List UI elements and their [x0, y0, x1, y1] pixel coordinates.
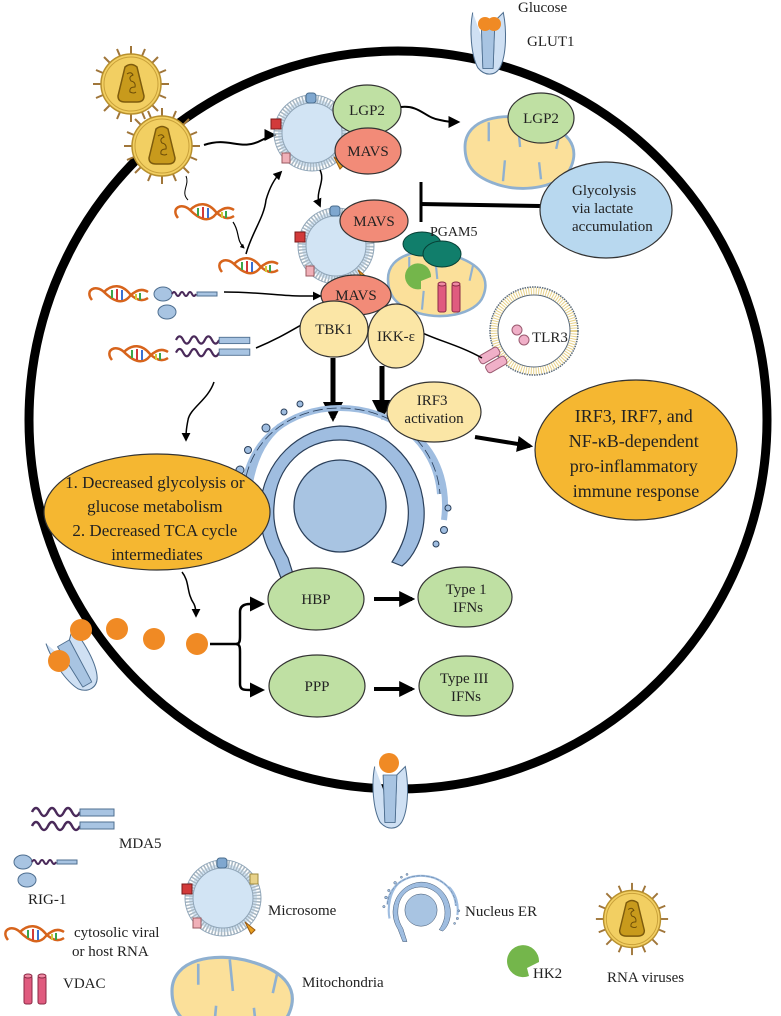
tlr3-endosome [478, 286, 579, 376]
legend-rig1-label: RIG-1 [28, 892, 66, 908]
type3-ifn-label: Type III IFNs [440, 671, 492, 705]
rig1-icon [153, 286, 218, 320]
glucose-molecule [487, 17, 501, 31]
decreased-metabolism-label: 1. Decreased glycolysis or glucose metab… [65, 473, 249, 564]
legend-mitochondria-label: Mitochondria [302, 975, 384, 991]
mavs-node [334, 127, 402, 175]
viral-rna-icon [108, 344, 170, 363]
legend-rna-viruses-label: RNA viruses [607, 970, 684, 986]
viral-rna-icon [174, 202, 236, 221]
irf3-activation-label: IRF3 activation [404, 393, 464, 427]
type3-ifn-node [418, 655, 514, 717]
tbk1-node [299, 300, 369, 358]
tlr3-label: TLR3 [532, 330, 568, 346]
glucose-molecule [48, 650, 70, 672]
glut1-label: GLUT1 [527, 34, 575, 50]
glut1-transporter [372, 765, 409, 829]
legend-vdac-icon [23, 973, 47, 1005]
rna-virus-icon [92, 45, 170, 123]
glucose-molecule [106, 618, 128, 640]
glucose-molecule [379, 753, 399, 773]
legend-hk2-icon [507, 945, 540, 978]
mda5-icon [174, 335, 251, 358]
type1-ifn-node [417, 566, 513, 628]
hbp-label: HBP [301, 592, 330, 608]
legend-vdac-label: VDAC [63, 976, 106, 992]
legend-rna-virus-icon [594, 881, 670, 957]
ppp-label: PPP [304, 679, 329, 695]
ikke-node [367, 303, 425, 369]
legend-rig1-icon [13, 854, 78, 888]
legend-hk2-label: HK2 [533, 966, 562, 982]
mavs-label: MAVS [335, 288, 376, 304]
lgp2-node [507, 92, 575, 144]
glucose-label: Glucose [518, 0, 567, 16]
decreased-metabolism-node [43, 453, 271, 571]
glucose-molecule [186, 633, 208, 655]
irf3-activation-node [386, 381, 482, 443]
legend-mitochondria-icon [170, 955, 294, 1016]
pgam5-label: PGAM5 [430, 225, 477, 240]
glucose-molecule [143, 628, 165, 650]
legend-rna-label: cytosolic viral or host RNA [72, 925, 163, 960]
legend-microsome-icon [182, 858, 261, 936]
rna-virus-icon [123, 107, 201, 185]
immune-response-label: IRF3, IRF7, and NF-κB-dependent pro-infl… [569, 406, 704, 501]
glycolysis-lactate-label: Glycolysis via lactate accumulation [572, 183, 653, 235]
viral-rna-icon [88, 284, 150, 303]
ikke-label: IKK-ε [377, 329, 415, 345]
legend-nucleus-er-icon [381, 872, 461, 943]
mavs-label: MAVS [353, 214, 394, 230]
glucose-molecule [70, 619, 92, 641]
mavs-node [339, 199, 409, 243]
mavs-label: MAVS [347, 144, 388, 160]
tbk1-label: TBK1 [315, 322, 353, 338]
lgp2-label: LGP2 [349, 103, 385, 119]
type1-ifn-label: Type 1 IFNs [446, 582, 491, 616]
pgam5-node [422, 240, 462, 268]
hk2-icon [405, 263, 432, 290]
legend-mda5-label: MDA5 [119, 836, 162, 852]
legend-rna-icon [4, 924, 66, 943]
glycolysis-lactate-node [539, 161, 673, 259]
lgp2-label: LGP2 [523, 111, 559, 127]
legend: MDA5 RIG-1 cytosolic viral or host RNA V… [4, 806, 684, 1016]
ppp-node [268, 654, 366, 718]
legend-mda5-icon [30, 806, 116, 832]
legend-nucleus-er-label: Nucleus ER [465, 904, 537, 920]
viral-rna-icon [218, 256, 280, 275]
hbp-node [267, 567, 365, 631]
legend-microsome-label: Microsome [268, 903, 337, 919]
immune-response-node [534, 379, 738, 521]
